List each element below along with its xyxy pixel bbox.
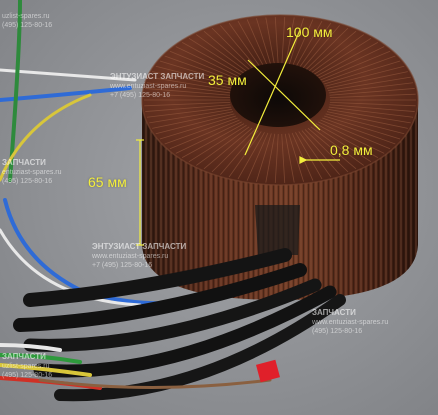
watermark-line: (495) 125-80-16 xyxy=(2,22,53,29)
watermark-line: uzlist-spares.ru xyxy=(2,363,50,370)
inner-diameter-label: 35 мм xyxy=(208,72,247,88)
height-label: 65 мм xyxy=(88,174,127,190)
toroid-body xyxy=(141,14,419,300)
watermark: ЗАПЧАСТИ www.entuziast-spares.ru (495) 1… xyxy=(312,308,388,336)
watermark: uzlist-spares.ru (495) 125-80-16 xyxy=(2,12,52,30)
watermark-line: ЭНТУЗИАСТ ЗАПЧАСТИ xyxy=(110,72,205,81)
watermark-line: (495) 125-80-16 xyxy=(2,178,53,185)
watermark-line: ЗАПЧАСТИ xyxy=(2,158,46,167)
watermark-line: ЗАПЧАСТИ xyxy=(2,352,46,361)
watermark-line: +7 (495) 125-80-16 xyxy=(92,262,153,269)
lead-wires xyxy=(0,0,346,402)
watermark-line: www.entuziast-spares.ru xyxy=(312,319,389,326)
wire-gauge-label: 0,8 мм xyxy=(330,142,373,158)
watermark: ЗАПЧАСТИ entuziast-spares.ru (495) 125-8… xyxy=(2,158,62,186)
red-connector xyxy=(256,359,280,383)
watermark-line: +7 (495) 125-80-16 xyxy=(110,92,171,99)
toroid-hole xyxy=(230,63,326,127)
watermark-line: www.entuziast-spares.ru xyxy=(110,83,187,90)
watermark-line: (495) 125-80-16 xyxy=(312,328,363,335)
watermark-line: entuziast-spares.ru xyxy=(2,169,62,176)
watermark-line: ЗАПЧАСТИ xyxy=(312,308,356,317)
watermark: ЗАПЧАСТИ uzlist-spares.ru (495) 125-80-1… xyxy=(2,352,52,380)
watermark: ЭНТУЗИАСТ ЗАПЧАСТИ www.entuziast-spares.… xyxy=(110,72,204,100)
watermark: ЭНТУЗИАСТ ЗАПЧАСТИ www.entuziast-spares.… xyxy=(92,242,186,270)
watermark-line: www.entuziast-spares.ru xyxy=(92,253,169,260)
watermark-line: (495) 125-80-16 xyxy=(2,372,53,379)
outer-diameter-label: 100 мм xyxy=(286,24,333,40)
dimension-lines xyxy=(136,29,340,246)
watermark-line: uzlist-spares.ru xyxy=(2,13,50,20)
watermark-line: ЭНТУЗИАСТ ЗАПЧАСТИ xyxy=(92,242,187,251)
